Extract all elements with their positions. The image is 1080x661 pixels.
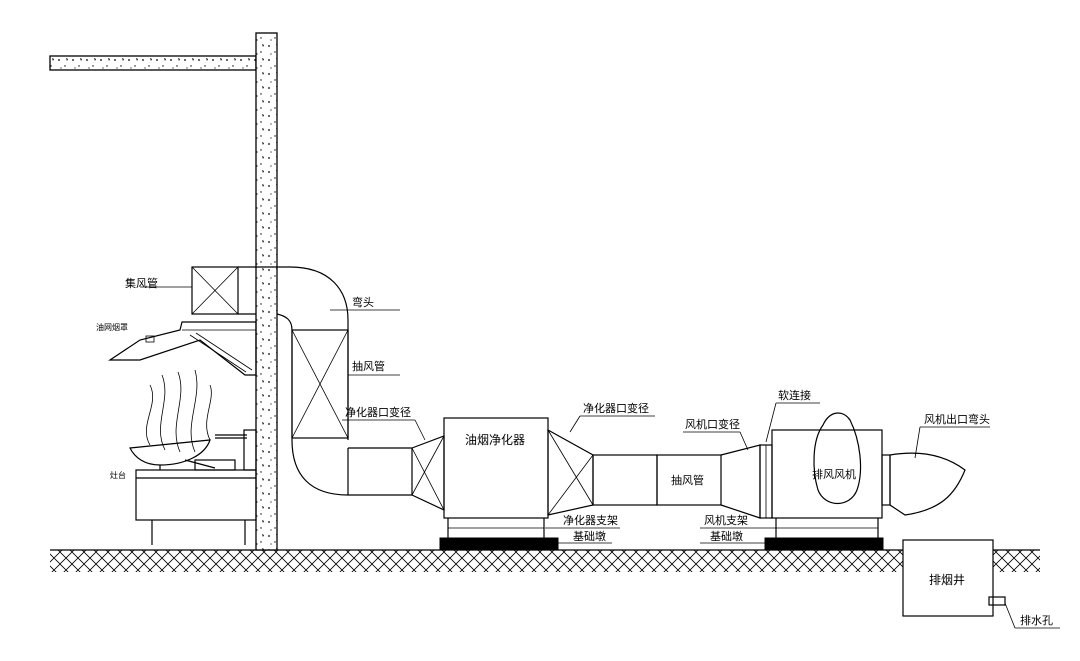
label-suction-duct-mid: 抽风管 (671, 473, 704, 487)
label-drain-hole: 排水孔 (1020, 613, 1053, 627)
elbow-and-suction-duct (276, 266, 349, 496)
suction-duct-horizontal (592, 444, 773, 519)
label-collect-duct: 集风管 (125, 276, 158, 290)
duct-to-purifier (347, 435, 445, 511)
label-fan: 排风风机 (812, 467, 856, 481)
stove (129, 429, 257, 545)
label-purifier-bracket: 净化器支架 (563, 513, 618, 527)
label-purifier-reducer-left: 净化器口变径 (345, 405, 411, 419)
ground (50, 549, 1040, 575)
leader-lines (140, 286, 1060, 629)
smoke-wisps (145, 369, 212, 453)
smoke-well (902, 539, 1006, 617)
label-purifier-reducer-right: 净化器口变径 (583, 401, 649, 415)
oil-hood (108, 321, 257, 376)
ceiling-slab (49, 55, 257, 71)
fan-outlet-elbow (881, 452, 966, 516)
label-oil-hood: 油网烟罩 (96, 322, 128, 332)
label-purifier: 油烟净化器 (465, 433, 525, 447)
label-fan-reducer: 风机口变径 (685, 417, 740, 431)
fan (764, 412, 884, 551)
label-soft-connection: 软连接 (778, 388, 811, 402)
label-foundation-right: 基础墩 (710, 529, 743, 543)
wall (255, 32, 278, 551)
label-fan-bracket: 风机支架 (704, 513, 748, 527)
collect-duct (191, 266, 290, 315)
label-fan-outlet-elbow: 风机出口弯头 (924, 412, 990, 426)
label-smoke-well: 排烟井 (929, 573, 965, 587)
label-elbow: 弯头 (352, 295, 374, 309)
label-foundation-left: 基础墩 (573, 529, 606, 543)
label-suction-duct-top: 抽风管 (352, 359, 385, 373)
label-stove: 灶台 (110, 470, 126, 480)
purifier-reducer-right (547, 428, 594, 516)
purifier (439, 417, 559, 551)
